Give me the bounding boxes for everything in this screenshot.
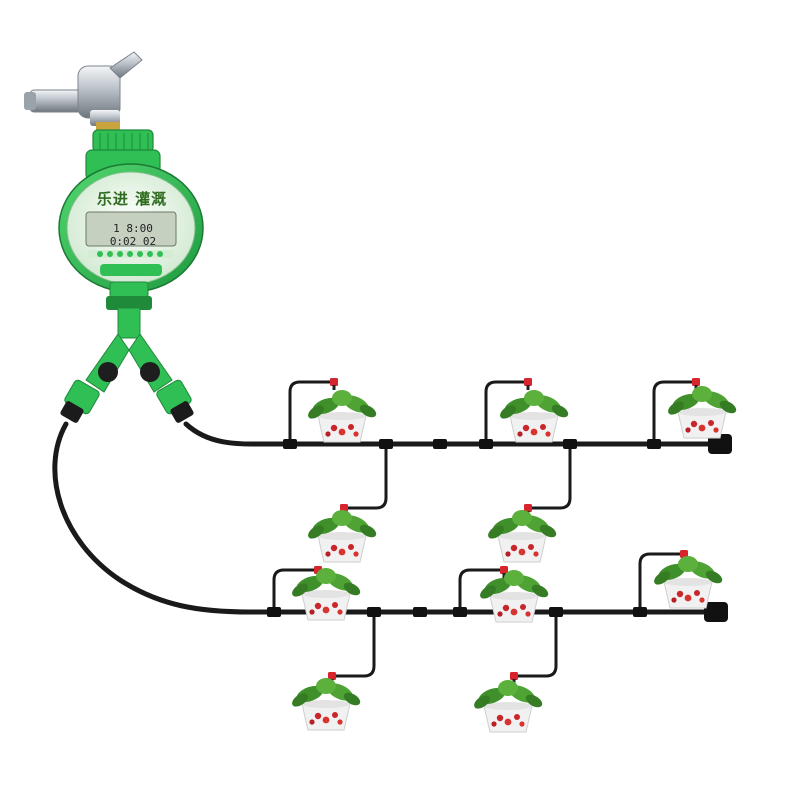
y-splitter-valve-icon	[60, 307, 194, 423]
faucet-icon	[24, 51, 143, 132]
timer-lcd-display: 1 8:00 0:02 02	[109, 222, 157, 248]
end-plug-icon	[704, 434, 732, 622]
drip-tubing	[52, 380, 719, 678]
water-timer-icon	[58, 129, 204, 310]
timer-brand-label: 乐进 灌溉	[96, 190, 168, 208]
